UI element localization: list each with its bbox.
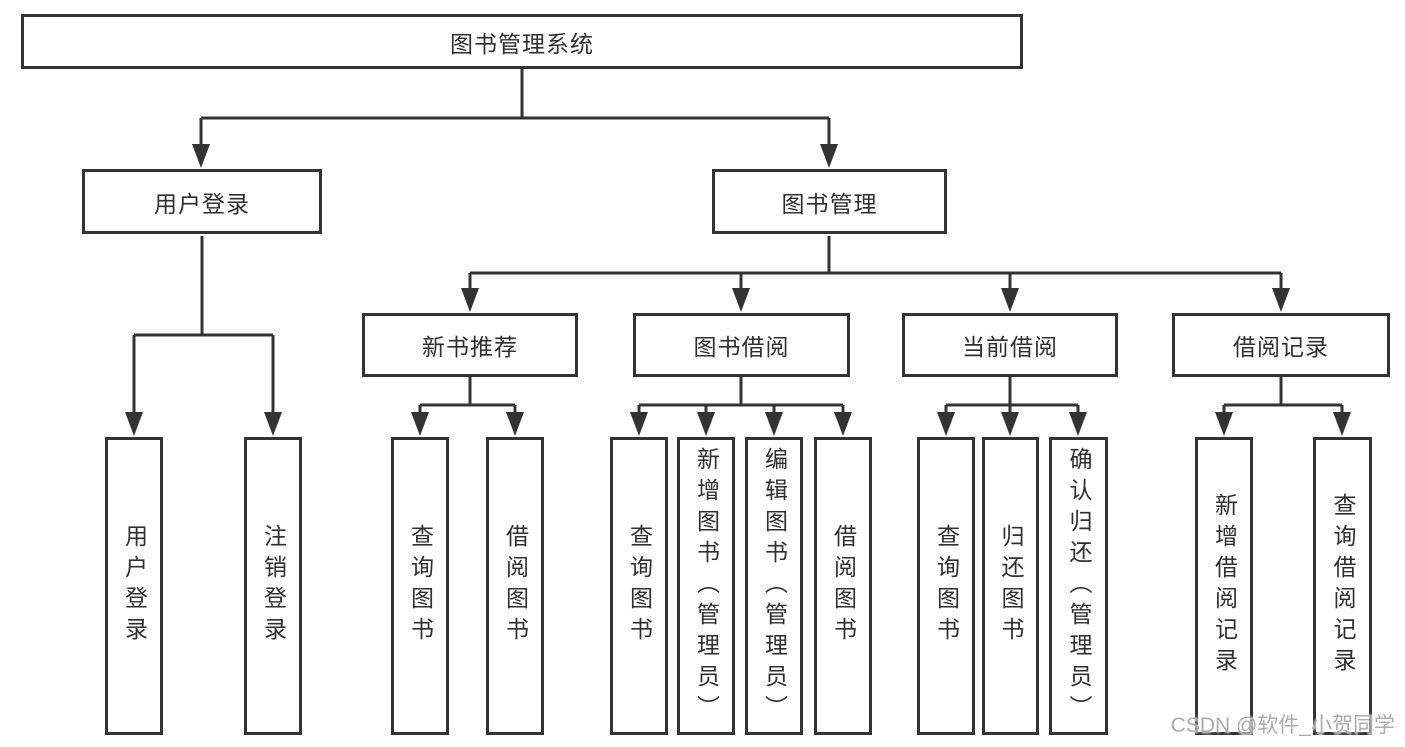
leaf-query-borrow-record-label: 查询借阅记录 xyxy=(1330,493,1356,679)
leaf-confirm-return-admin: 确认归还（管理员） xyxy=(1049,437,1108,735)
leaf-edit-book-admin-label: 编辑图书（管理员） xyxy=(761,446,788,726)
leaf-query-books-current: 查询图书 xyxy=(917,437,975,735)
leaf-query-books-borrow-label: 查询图书 xyxy=(626,524,653,648)
leaf-borrow-books-borrow: 借阅图书 xyxy=(814,437,872,735)
node-user-login-label: 用户登录 xyxy=(154,190,250,217)
node-root-label: 图书管理系统 xyxy=(450,30,594,57)
node-user-login: 用户登录 xyxy=(82,169,322,234)
leaf-logout-label: 注销登录 xyxy=(260,524,287,648)
node-root: 图书管理系统 xyxy=(21,14,1023,69)
csdn-watermark: CSDN @软件_小贺同学 xyxy=(1171,709,1395,739)
node-book-management: 图书管理 xyxy=(712,169,947,234)
leaf-return-books-label: 归还图书 xyxy=(998,524,1024,648)
leaf-edit-book-admin: 编辑图书（管理员） xyxy=(745,437,803,735)
node-new-book-recommendation: 新书推荐 xyxy=(362,313,578,377)
leaf-query-books-recommend-label: 查询图书 xyxy=(407,524,434,648)
node-book-borrowing-label: 图书借阅 xyxy=(693,334,790,360)
leaf-return-books: 归还图书 xyxy=(982,437,1039,735)
node-new-book-recommendation-label: 新书推荐 xyxy=(422,334,518,360)
leaf-add-borrow-record-label: 新增借阅记录 xyxy=(1211,493,1238,679)
leaf-add-book-admin: 新增图书（管理员） xyxy=(677,437,735,735)
leaf-logout: 注销登录 xyxy=(244,437,302,735)
leaf-query-borrow-record: 查询借阅记录 xyxy=(1313,437,1372,735)
node-current-borrowing: 当前借阅 xyxy=(902,313,1118,377)
leaf-add-borrow-record: 新增借阅记录 xyxy=(1195,437,1253,735)
leaf-query-books-borrow: 查询图书 xyxy=(610,437,668,735)
csdn-watermark-text: CSDN @软件_小贺同学 xyxy=(1170,714,1395,737)
node-borrowing-records: 借阅记录 xyxy=(1172,313,1390,377)
leaf-borrow-books-recommend: 借阅图书 xyxy=(486,437,544,735)
node-book-management-label: 图书管理 xyxy=(781,190,878,217)
node-borrowing-records-label: 借阅记录 xyxy=(1233,334,1329,360)
node-current-borrowing-label: 当前借阅 xyxy=(962,334,1058,360)
leaf-borrow-books-recommend-label: 借阅图书 xyxy=(502,524,529,648)
leaf-query-books-recommend: 查询图书 xyxy=(391,437,449,735)
leaf-confirm-return-admin-label: 确认归还（管理员） xyxy=(1066,446,1092,726)
leaf-add-book-admin-label: 新增图书（管理员） xyxy=(693,446,720,726)
leaf-borrow-books-borrow-label: 借阅图书 xyxy=(830,524,857,648)
node-book-borrowing: 图书借阅 xyxy=(633,313,850,377)
leaf-user-login-label: 用户登录 xyxy=(121,524,148,648)
leaf-query-books-current-label: 查询图书 xyxy=(933,524,960,648)
leaf-user-login: 用户登录 xyxy=(105,437,163,735)
